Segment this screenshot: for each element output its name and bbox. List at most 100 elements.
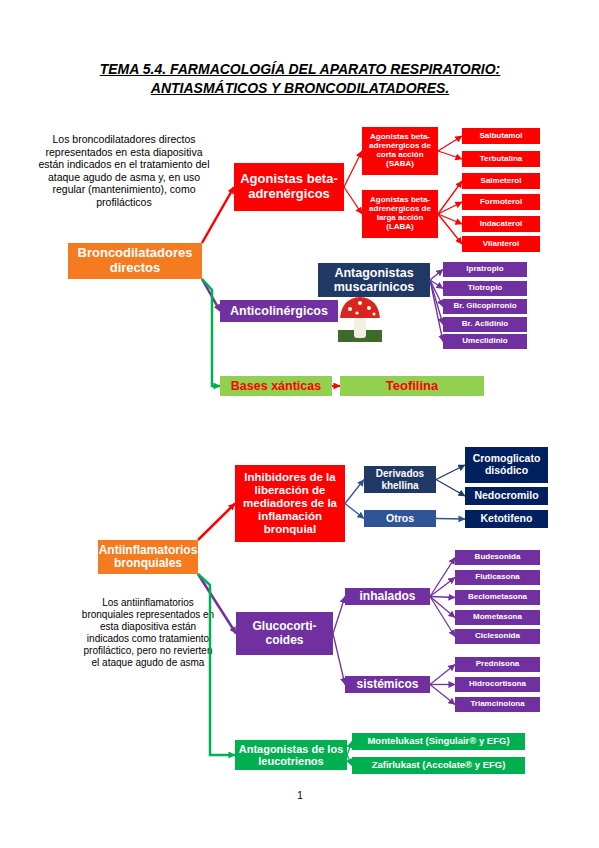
node-text: Nedocromilo [474, 490, 538, 502]
node-text: Indacaterol [480, 220, 523, 229]
category-box: Antagonistas de los leucotrienos [235, 740, 347, 770]
connector-arrow [438, 151, 462, 159]
connector-arrow [345, 480, 364, 504]
node-text: Salbutamol [479, 132, 522, 141]
connector-arrow [430, 597, 455, 637]
node-text: Agonistas beta-adrenérgicos de corta acc… [364, 133, 436, 169]
connector-arrow [202, 187, 234, 243]
connector-arrow [345, 504, 364, 519]
category-box: Prednisona [455, 657, 540, 672]
note-text: Los antiinflamatorios bronquiales repres… [80, 597, 216, 669]
category-box: Vilanterol [462, 236, 540, 252]
node-text: Mometasona [473, 613, 522, 622]
mushroom-cap [340, 297, 380, 318]
category-box: Tiotropio [443, 281, 527, 296]
category-box: Ketotifeno [465, 510, 548, 528]
connector-arrow [344, 187, 362, 214]
node-text: sistémicos [356, 678, 418, 691]
node-text: Terbutalina [480, 155, 523, 164]
connector-arrow [430, 597, 455, 618]
connector-arrow [438, 214, 462, 244]
node-text: Glucocorti- coides [238, 620, 331, 647]
category-box: Triamcinolona [455, 697, 540, 712]
category-box: Terbutalina [462, 151, 540, 167]
node-text: Br. Aclidinio [462, 320, 508, 329]
node-text: Ciclesonida [475, 632, 520, 641]
connector-arrow [202, 279, 220, 386]
connector-arrow [438, 181, 462, 214]
category-box: Ipratropio [443, 262, 527, 277]
node-text: Triamcinolona [470, 700, 524, 709]
connector-arrow [430, 280, 443, 289]
page-title: TEMA 5.4. FARMACOLOGÍA DEL APARATO RESPI… [50, 60, 550, 98]
category-box: Salbutamol [462, 128, 540, 144]
node-text: Ipratropio [466, 265, 503, 274]
node-text: Derivados khellina [366, 468, 434, 490]
node-text: Inhibidores de la liberación de mediador… [237, 471, 343, 535]
connector-arrow [436, 518, 465, 520]
node-text: Antiinflamatorios bronquiales [99, 544, 198, 571]
node-text: Prednisona [476, 660, 520, 669]
cap-spot [373, 313, 376, 316]
node-text: Teofilina [386, 379, 438, 394]
connector-arrow [430, 665, 455, 685]
node-text: Agonistas beta-adrenérgicos de larga acc… [364, 196, 436, 232]
cap-spot [348, 307, 352, 311]
category-box: Antiinflamatorios bronquiales [98, 540, 198, 574]
node-text: Antagonistas muscarínicos [320, 266, 428, 294]
node-text: Salmeterol [481, 177, 522, 186]
category-box: Budesonida [455, 550, 540, 565]
connector-arrow [438, 136, 462, 151]
node-text: Umeclidinio [462, 337, 507, 346]
node-text: Formoterol [480, 198, 522, 207]
node-text: Tiotropio [468, 284, 503, 293]
node-text: Agonistas beta-adrenérgicos [236, 172, 342, 201]
connector-arrow [430, 684, 455, 685]
connector-arrow [430, 578, 455, 597]
connector-arrow [430, 270, 443, 281]
category-box: Br. Glicopirronio [443, 299, 527, 314]
cap-spot [358, 301, 362, 305]
node-text: Zafirlukast (Accolate® y EFG) [372, 760, 506, 771]
node-text: Anticolinérgicos [230, 304, 328, 318]
node-text: Antagonistas de los leucotrienos [237, 743, 345, 768]
category-box: sistémicos [345, 676, 430, 693]
category-box: Formoterol [462, 194, 540, 210]
category-box: Glucocorti- coides [236, 612, 333, 655]
connector-arrow [344, 151, 362, 187]
node-text: Montelukast (Singulair® y EFG) [367, 736, 509, 747]
node-text: Fluticasona [475, 573, 519, 582]
connector-arrow [430, 558, 455, 597]
category-box: Br. Aclidinio [443, 317, 527, 332]
node-text: Ketotifeno [481, 513, 533, 525]
node-text: Otros [386, 513, 414, 525]
connector-arrow [436, 480, 465, 497]
category-box: Fluticasona [455, 570, 540, 585]
connector-arrow [430, 597, 455, 598]
category-box: Bases xánticas [220, 376, 332, 396]
node-text: Vilanterol [483, 240, 519, 249]
category-box: Agonistas beta-adrenérgicos de corta acc… [362, 127, 438, 175]
category-box: Agonistas beta-adrenérgicos [234, 163, 344, 211]
category-box: Zafirlukast (Accolate® y EFG) [352, 757, 525, 774]
category-box: Anticolinérgicos [220, 300, 338, 322]
node-text: Broncodilatadores directos [70, 246, 200, 275]
category-box: Ciclesonida [455, 629, 540, 644]
node-text: Cromoglicato disódico [467, 453, 546, 477]
node-text: Beclometasona [468, 593, 527, 602]
connector-arrow [430, 280, 443, 342]
node-text: Hidrocortisona [469, 680, 526, 689]
connector-arrow [202, 279, 220, 311]
connector-arrow [438, 214, 462, 224]
category-box: Otros [364, 510, 436, 527]
mushroom-stem [354, 316, 366, 338]
category-box: Cromoglicato disódico [465, 447, 548, 483]
cap-spot [367, 306, 371, 310]
note-text: Los broncodilatadores directos represent… [38, 133, 210, 209]
node-text: Bases xánticas [231, 379, 321, 393]
connector-arrow [198, 574, 236, 634]
connector-arrow [430, 280, 443, 325]
category-box: Salmeterol [462, 173, 540, 189]
cap-spot [355, 311, 358, 314]
connector-arrow [436, 465, 465, 480]
